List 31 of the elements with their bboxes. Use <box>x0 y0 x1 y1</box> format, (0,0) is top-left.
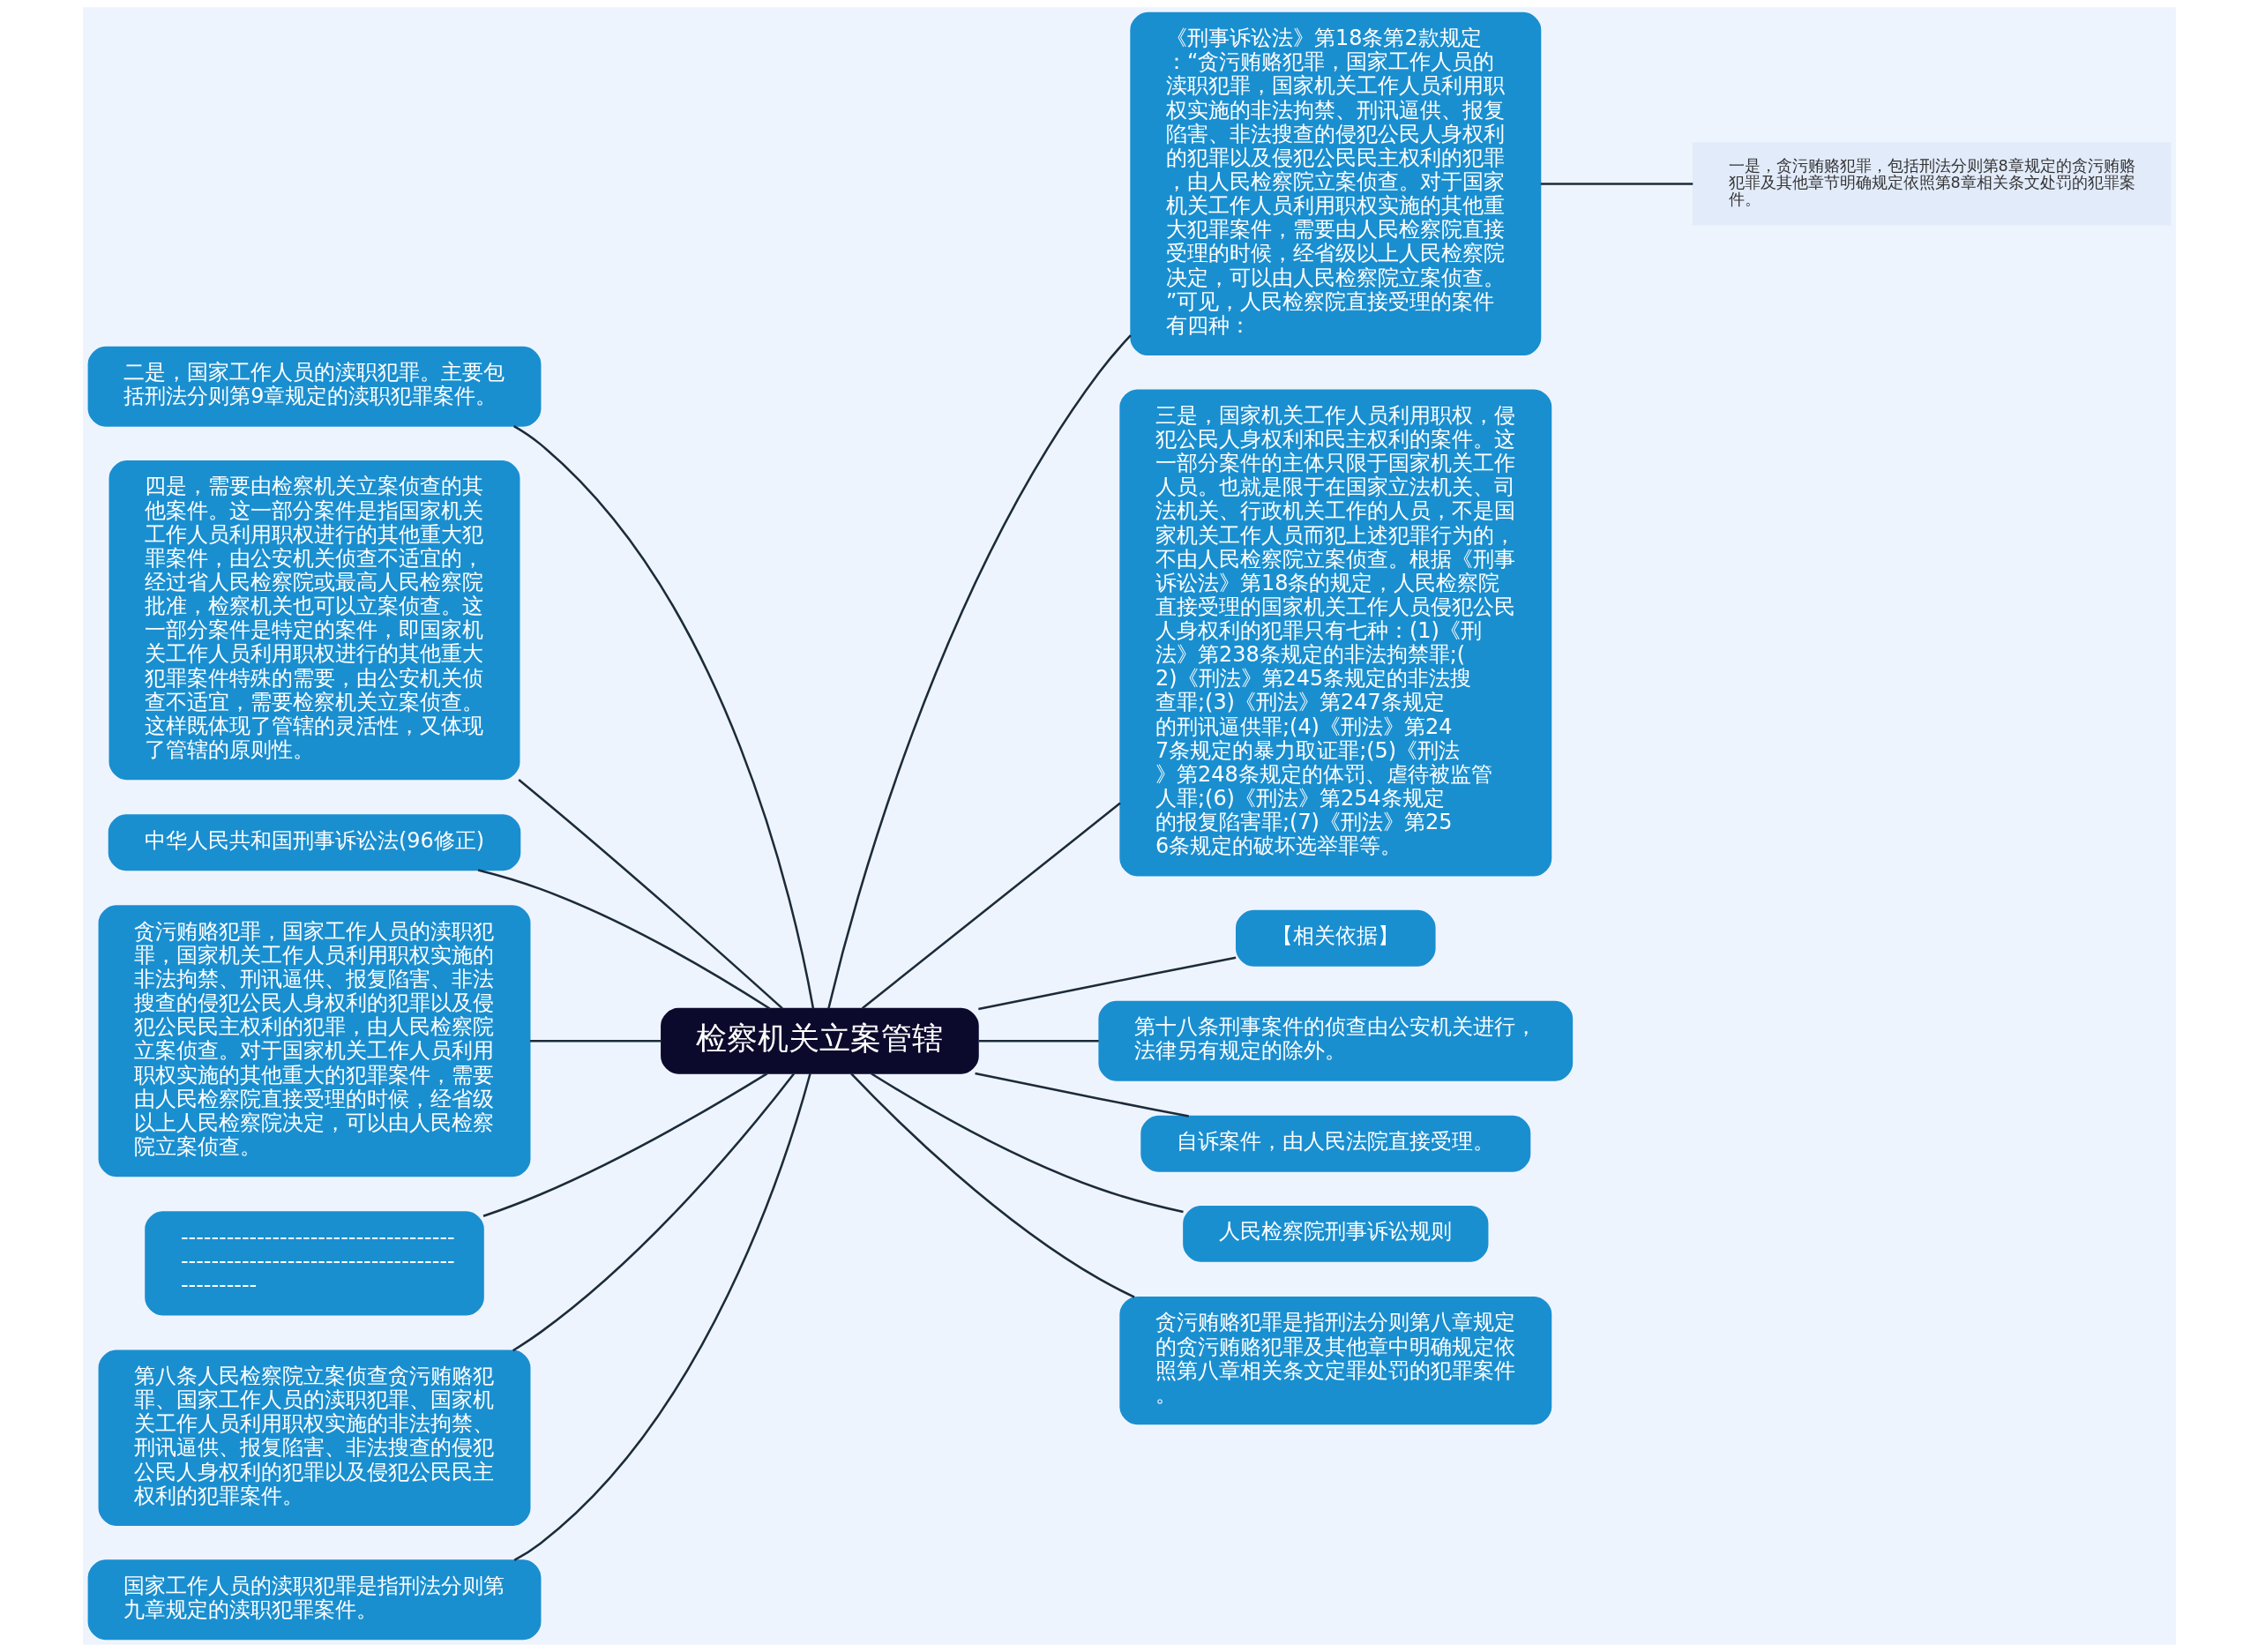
node-box: 人民检察院刑事诉讼规则 <box>1182 1205 1488 1262</box>
node-box: 检察机关立案管辖 <box>660 1007 979 1074</box>
node-box: 四是，需要由检察机关立案侦查的其他案件。这一部分案件是指国家机关工作人员利用职权进行的其他重大犯罪案件，由公安机关侦查不适宜的，经过省人民检察院或最高人民检察院批准，检察机关也可以立案侦查。这一部分案件是特定的案件，即国家机关工作人员利用职权进行的其他重大犯罪案件特殊的需要，由公安机关侦查不适宜，需要检察机关立案侦查。这样既体现了管辖的灵活性，又体现了管辖的原则性。 <box>108 460 520 781</box>
node-box: 中华人民共和国刑事诉讼法(96修正) <box>108 814 520 871</box>
node-box: ---------------------------------------------------------------------------------- <box>144 1211 484 1316</box>
connector <box>529 1040 662 1043</box>
node-box: 自诉案件，由人民法院直接受理。 <box>1140 1115 1530 1172</box>
node-box: 《刑事诉讼法》第18条第2款规定：“贪污贿赂犯罪，国家工作人员的渎职犯罪，国家机关工作人员利用职权实施的非法拘禁、刑讯逼供、报复陷害、非法搜查的侵犯公民人身权利的犯罪以及侵犯公民民主权利的犯罪，由人民检察院立案侦查。对于国家机关工作人员利用职权实施的其他重大犯罪案件，需要由人民检察院直接受理的时候，经省级以上人民检察院决定，可以由人民检察院立案侦查。”可见，人民检察院直接受理的案件有四种： <box>1129 11 1541 356</box>
node-box: 二是，国家工作人员的渎职犯罪。主要包括刑法分则第9章规定的渎职犯罪案件。 <box>87 346 541 427</box>
connector <box>826 334 1132 1009</box>
node-box: 第十八条刑事案件的侦查由公安机关进行，法律另有规定的除外。 <box>1097 1000 1573 1081</box>
connector <box>1540 183 1693 185</box>
connector <box>482 1072 767 1218</box>
connector <box>974 1072 1189 1118</box>
connector <box>477 869 770 1010</box>
connector <box>517 779 783 1010</box>
connector <box>861 802 1121 1010</box>
connector <box>849 1073 1135 1298</box>
connector <box>870 1073 1184 1214</box>
node-box: 第八条人民检察院立案侦查贪污贿赂犯罪、国家工作人员的渎职犯罪、国家机关工作人员利用职权实施的非法拘禁、刑讯逼供、报复陷害、非法搜查的侵犯公民人身权利的犯罪以及侵犯公民民主权利的犯罪案件。 <box>98 1349 530 1527</box>
connector <box>977 956 1236 1011</box>
connector <box>513 1073 811 1562</box>
node-box: 三是，国家机关工作人员利用职权，侵犯公民人身权利和民主权利的案件。这一部分案件的主体只限于国家机关工作人员。也就是限于在国家立法机关、司法机关、行政机关工作的人员，不是国家机关工作人员而犯上述犯罪行为的，不由人民检察院立案侦查。根据《刑事诉讼法》第18条的规定，人民检察院直接受理的国家机关工作人员侵犯公民人身权利的犯罪只有七种：(1)《刑法》第238条规定的非法拘禁罪;(2)《刑法》第245条规定的非法搜查罪;(3)《刑法》第247条规定的刑讯逼供罪;(4)《刑法》第247条规定的暴力取证罪;(5)《刑法》第248条规定的体罚、虐待被监管人罪;(6)《刑法》第254条规定的报复陷害罪;(7)《刑法》第256条规定的破坏选举罪等。 <box>1118 389 1551 877</box>
connector <box>978 1040 1099 1043</box>
connector <box>512 424 814 1009</box>
node-box: 贪污贿赂犯罪是指刑法分则第八章规定的贪污贿赂犯罪及其他章中明确规定依照第八章相关条文定罪处罚的犯罪案件。 <box>1118 1296 1551 1425</box>
node-box: 贪污贿赂犯罪，国家工作人员的渎职犯罪，国家机关工作人员利用职权实施的非法拘禁、刑讯逼供、报复陷害、非法搜查的侵犯公民人身权利的犯罪以及侵犯公民民主权利的犯罪，由人民检察院立案侦查。对于国家机关工作人员利用职权实施的其他重大的犯罪案件，需要由人民检察院直接受理的时候，经省级以上人民检察院决定，可以由人民检察院立案侦查。 <box>98 905 530 1177</box>
node-box: 【相关依据】 <box>1235 909 1436 967</box>
node-box: 国家工作人员的渎职犯罪是指刑法分则第九章规定的渎职犯罪案件。 <box>87 1559 541 1641</box>
node-box: 一是，贪污贿赂犯罪，包括刑法分则第8章规定的贪污贿赂犯罪及其他章节明确规定依照第8章相关条文处罚的犯罪案件。 <box>1692 142 2171 226</box>
connector <box>512 1073 795 1352</box>
